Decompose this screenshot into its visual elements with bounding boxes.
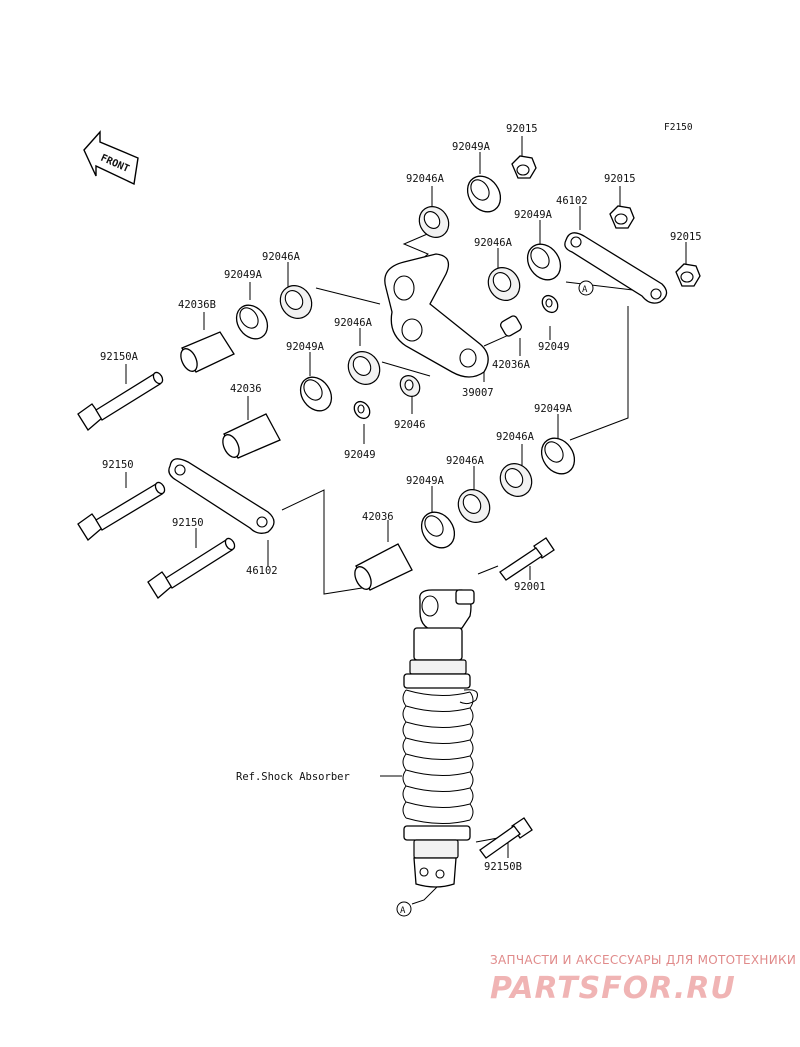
seal-92049A-center — [299, 376, 333, 412]
part-label: 92046A — [446, 455, 485, 467]
washer-92049-right — [541, 294, 559, 314]
part-label: 92150A — [100, 351, 139, 363]
seal-92049A-lower-right — [540, 437, 576, 475]
callout-a-bottom: A — [396, 901, 412, 917]
part-label: 46102 — [556, 195, 588, 207]
part-label: 92015 — [670, 231, 702, 243]
watermark: ЗАПЧАСТИ И АКСЕССУАРЫ ДЛЯ МОТОТЕХНИКИ PA… — [490, 953, 796, 1006]
sleeve-42036-lower — [354, 543, 413, 591]
rocker-arm-39007 — [384, 253, 489, 378]
part-label: 42036A — [492, 359, 531, 371]
tie-rod-46102-lower — [168, 458, 275, 534]
part-label: 42036 — [230, 383, 262, 395]
part-label: 92046 — [394, 419, 426, 431]
bearing-92046A-top — [418, 206, 450, 238]
part-label: 39007 — [462, 387, 494, 399]
part-label: 92049 — [538, 341, 570, 353]
part-labels: 92015 92049A 92046A 92015 46102 92049A 9… — [100, 123, 702, 873]
part-label: 92049A — [534, 403, 573, 415]
part-label: 42036 — [362, 511, 394, 523]
part-label: 92049A — [406, 475, 445, 487]
nut-92015-right — [675, 263, 701, 287]
callout-a-top: A — [578, 280, 594, 296]
part-label: 92046A — [334, 317, 373, 329]
watermark-logo: PARTSFOR.RU — [490, 971, 736, 1006]
sleeve-42036B — [180, 331, 235, 373]
part-label: 92150B — [484, 861, 522, 873]
part-label: 92015 — [604, 173, 636, 185]
front-arrow-icon: FRONT — [83, 130, 139, 186]
watermark-tagline: ЗАПЧАСТИ И АКСЕССУАРЫ ДЛЯ МОТОТЕХНИКИ — [490, 953, 796, 967]
part-label: 92046A — [262, 251, 301, 263]
bolt-92150B — [479, 817, 533, 859]
part-label: 92150 — [102, 459, 134, 471]
shock-absorber — [402, 589, 478, 888]
seal-92049A-left — [235, 304, 269, 340]
seal-92049A-lower — [420, 511, 456, 549]
part-label: 92049A — [286, 341, 325, 353]
part-label: 92046A — [474, 237, 513, 249]
bolt-92150-b — [147, 537, 236, 599]
part-label: 42036B — [178, 299, 216, 311]
part-label: 92001 — [514, 581, 546, 593]
bearing-92046A-center — [487, 267, 521, 301]
ref-shock-absorber-label: Ref.Shock Absorber — [236, 771, 350, 783]
part-label: 92046A — [496, 431, 535, 443]
nut-92015-mid — [609, 205, 635, 229]
seal-92049A-right — [526, 243, 562, 281]
seal-92049A-top — [466, 175, 502, 213]
part-label: 92150 — [172, 517, 204, 529]
bolt-92001 — [499, 537, 555, 581]
figure-code: F2150 — [664, 122, 693, 133]
sleeve-42036-left — [222, 413, 281, 459]
bearing-92046 — [399, 375, 421, 397]
tie-rod-46102-top — [564, 232, 668, 304]
part-label: 92015 — [506, 123, 538, 135]
washer-92049-center — [353, 400, 371, 420]
part-label: 92049A — [224, 269, 263, 281]
part-label: 92049A — [452, 141, 491, 153]
bearing-92046A-left — [279, 285, 313, 319]
nut-92015-top — [511, 155, 537, 179]
part-label: 92049A — [514, 209, 553, 221]
part-label: 92049 — [344, 449, 376, 461]
part-drawings: A A — [77, 155, 701, 917]
bolt-92150A — [77, 371, 164, 431]
part-label: 46102 — [246, 565, 278, 577]
bolt-92150-a — [77, 481, 166, 541]
svg-text:A: A — [582, 285, 588, 295]
shock-spring — [402, 689, 474, 825]
part-label: 92046A — [406, 173, 445, 185]
svg-text:A: A — [400, 906, 406, 916]
bearing-92046A-lower2 — [457, 489, 491, 523]
collar-42036A — [500, 315, 522, 337]
bearing-92046A-lower — [499, 463, 533, 497]
bearing-92046A-c2 — [347, 351, 381, 385]
